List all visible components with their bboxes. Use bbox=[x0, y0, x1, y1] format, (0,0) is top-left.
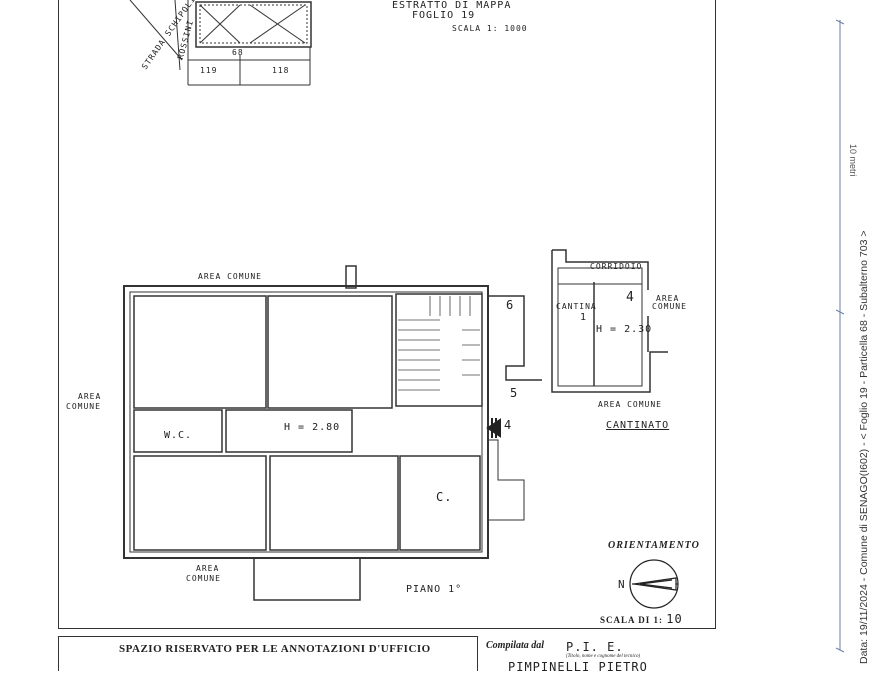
parcel-118: 118 bbox=[272, 66, 290, 75]
scale-ruler bbox=[835, 19, 845, 653]
basement-area-right-2: COMUNE bbox=[652, 302, 687, 311]
scale-1000-label: SCALA 1: 1000 bbox=[452, 24, 528, 33]
marker-5: 5 bbox=[510, 386, 519, 400]
parcel-68: 68 bbox=[232, 48, 244, 57]
basement-height-label: H = 2.30 bbox=[596, 324, 653, 335]
level-label: PIANO 1° bbox=[406, 584, 463, 595]
basement-area-right-1: AREA bbox=[656, 294, 680, 303]
basement-area-bottom: AREA COMUNE bbox=[598, 400, 662, 409]
apartment-walls bbox=[123, 265, 542, 601]
drawing-sheet bbox=[58, 0, 716, 629]
office-annotations-box: SPAZIO RISERVATO PER LE ANNOTAZIONI D'UF… bbox=[58, 636, 478, 671]
marker-4: 4 bbox=[504, 418, 513, 432]
kitchen-label: C. bbox=[436, 490, 453, 504]
cellar-label: CANTINA bbox=[556, 302, 597, 311]
north-arrow-icon bbox=[629, 559, 679, 609]
compiled-by-label: Compilata dal bbox=[486, 640, 545, 651]
entrance-arrow bbox=[486, 418, 501, 438]
marker-6: 6 bbox=[506, 298, 515, 312]
map-extract-label: ESTRATTO DI MAPPA bbox=[392, 0, 512, 11]
wc-label: W.C. bbox=[164, 430, 193, 441]
area-left-label-1: AREA bbox=[78, 392, 102, 401]
cellar-number: 1 bbox=[580, 312, 588, 323]
map-extract bbox=[129, 0, 312, 86]
side-panel: 10 metri Data: 19/11/2024 - Comune di SE… bbox=[848, 0, 893, 670]
office-title: SPAZIO RISERVATO PER LE ANNOTAZIONI D'UF… bbox=[119, 643, 431, 655]
parcel-119: 119 bbox=[200, 66, 218, 75]
stairs bbox=[398, 296, 480, 391]
scale-value: 10 bbox=[666, 612, 683, 626]
signer-name: PIMPINELLI PIETRO bbox=[508, 660, 648, 674]
area-bottom-label-2: COMUNE bbox=[186, 574, 221, 583]
basement-title: CANTINATO bbox=[606, 420, 670, 431]
compiled-note: (Titolo, nome e cognome del tecnico) bbox=[566, 654, 641, 659]
scale-label: SCALA DI 1: bbox=[600, 615, 664, 625]
basement-marker-4: 4 bbox=[626, 290, 635, 305]
scale-label-row: SCALA DI 1: 10 bbox=[600, 612, 683, 626]
orientation-title: ORIENTAMENTO bbox=[608, 540, 700, 551]
basement-walls bbox=[551, 249, 668, 393]
area-top-label: AREA COMUNE bbox=[198, 272, 262, 281]
area-left-label-2: COMUNE bbox=[66, 402, 101, 411]
north-label: N bbox=[618, 578, 626, 591]
sheet-label: FOGLIO 19 bbox=[412, 10, 476, 21]
corridor-label: CORRIDOIO bbox=[590, 262, 643, 271]
height-label: H = 2.80 bbox=[284, 422, 341, 433]
document-caption: Data: 19/11/2024 - Comune di SENAGO(I602… bbox=[858, 230, 870, 664]
ruler-label: 10 metri bbox=[848, 144, 858, 177]
area-bottom-label-1: AREA bbox=[196, 564, 220, 573]
compiled-name: P.I. E. bbox=[566, 640, 624, 654]
